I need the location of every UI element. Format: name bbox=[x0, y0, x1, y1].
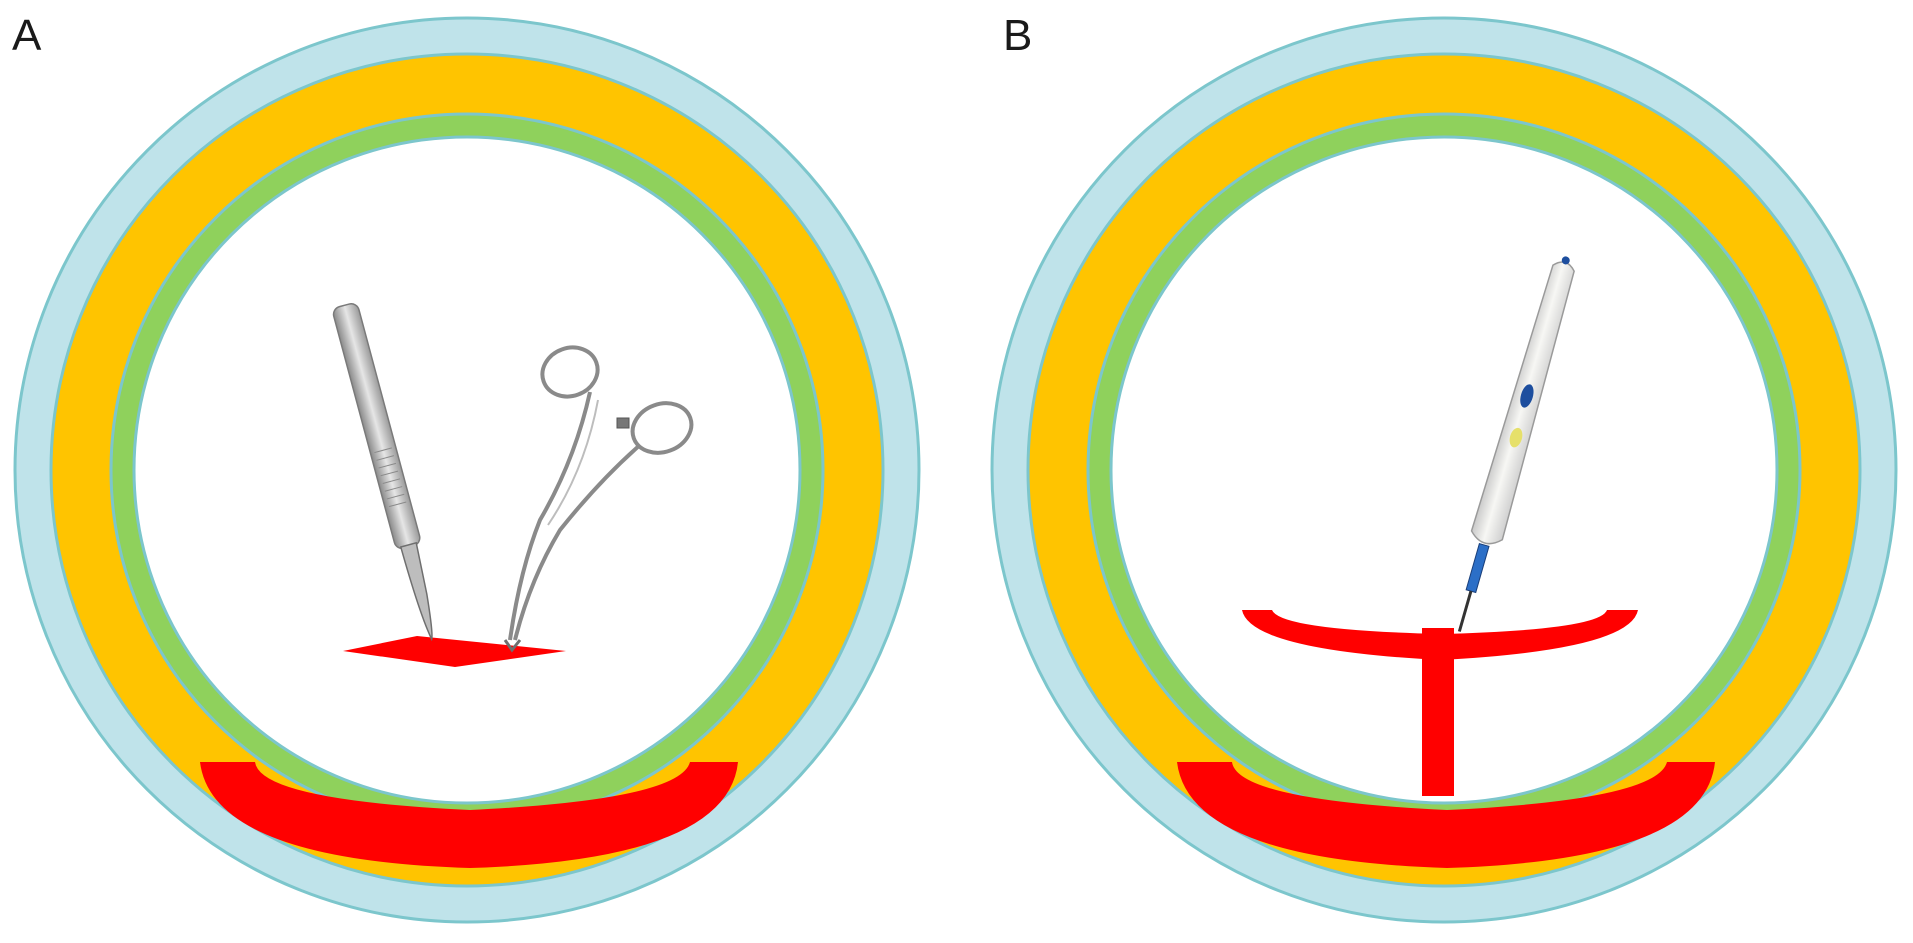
scalpel-icon bbox=[332, 303, 433, 642]
panel-b-diagram bbox=[990, 16, 1898, 924]
panel-label-a: A bbox=[12, 11, 42, 60]
electrocautery-pen-icon bbox=[1457, 256, 1575, 632]
inner-lumen bbox=[132, 135, 802, 805]
panel-label-b: B bbox=[1003, 11, 1033, 60]
incision-crescent bbox=[200, 762, 738, 868]
panel-a-diagram bbox=[13, 16, 921, 924]
forceps-icon bbox=[503, 345, 694, 653]
incision-diamond bbox=[343, 636, 566, 667]
incision-t-crossbar bbox=[1242, 610, 1638, 660]
incision-crescent bbox=[1177, 762, 1715, 868]
